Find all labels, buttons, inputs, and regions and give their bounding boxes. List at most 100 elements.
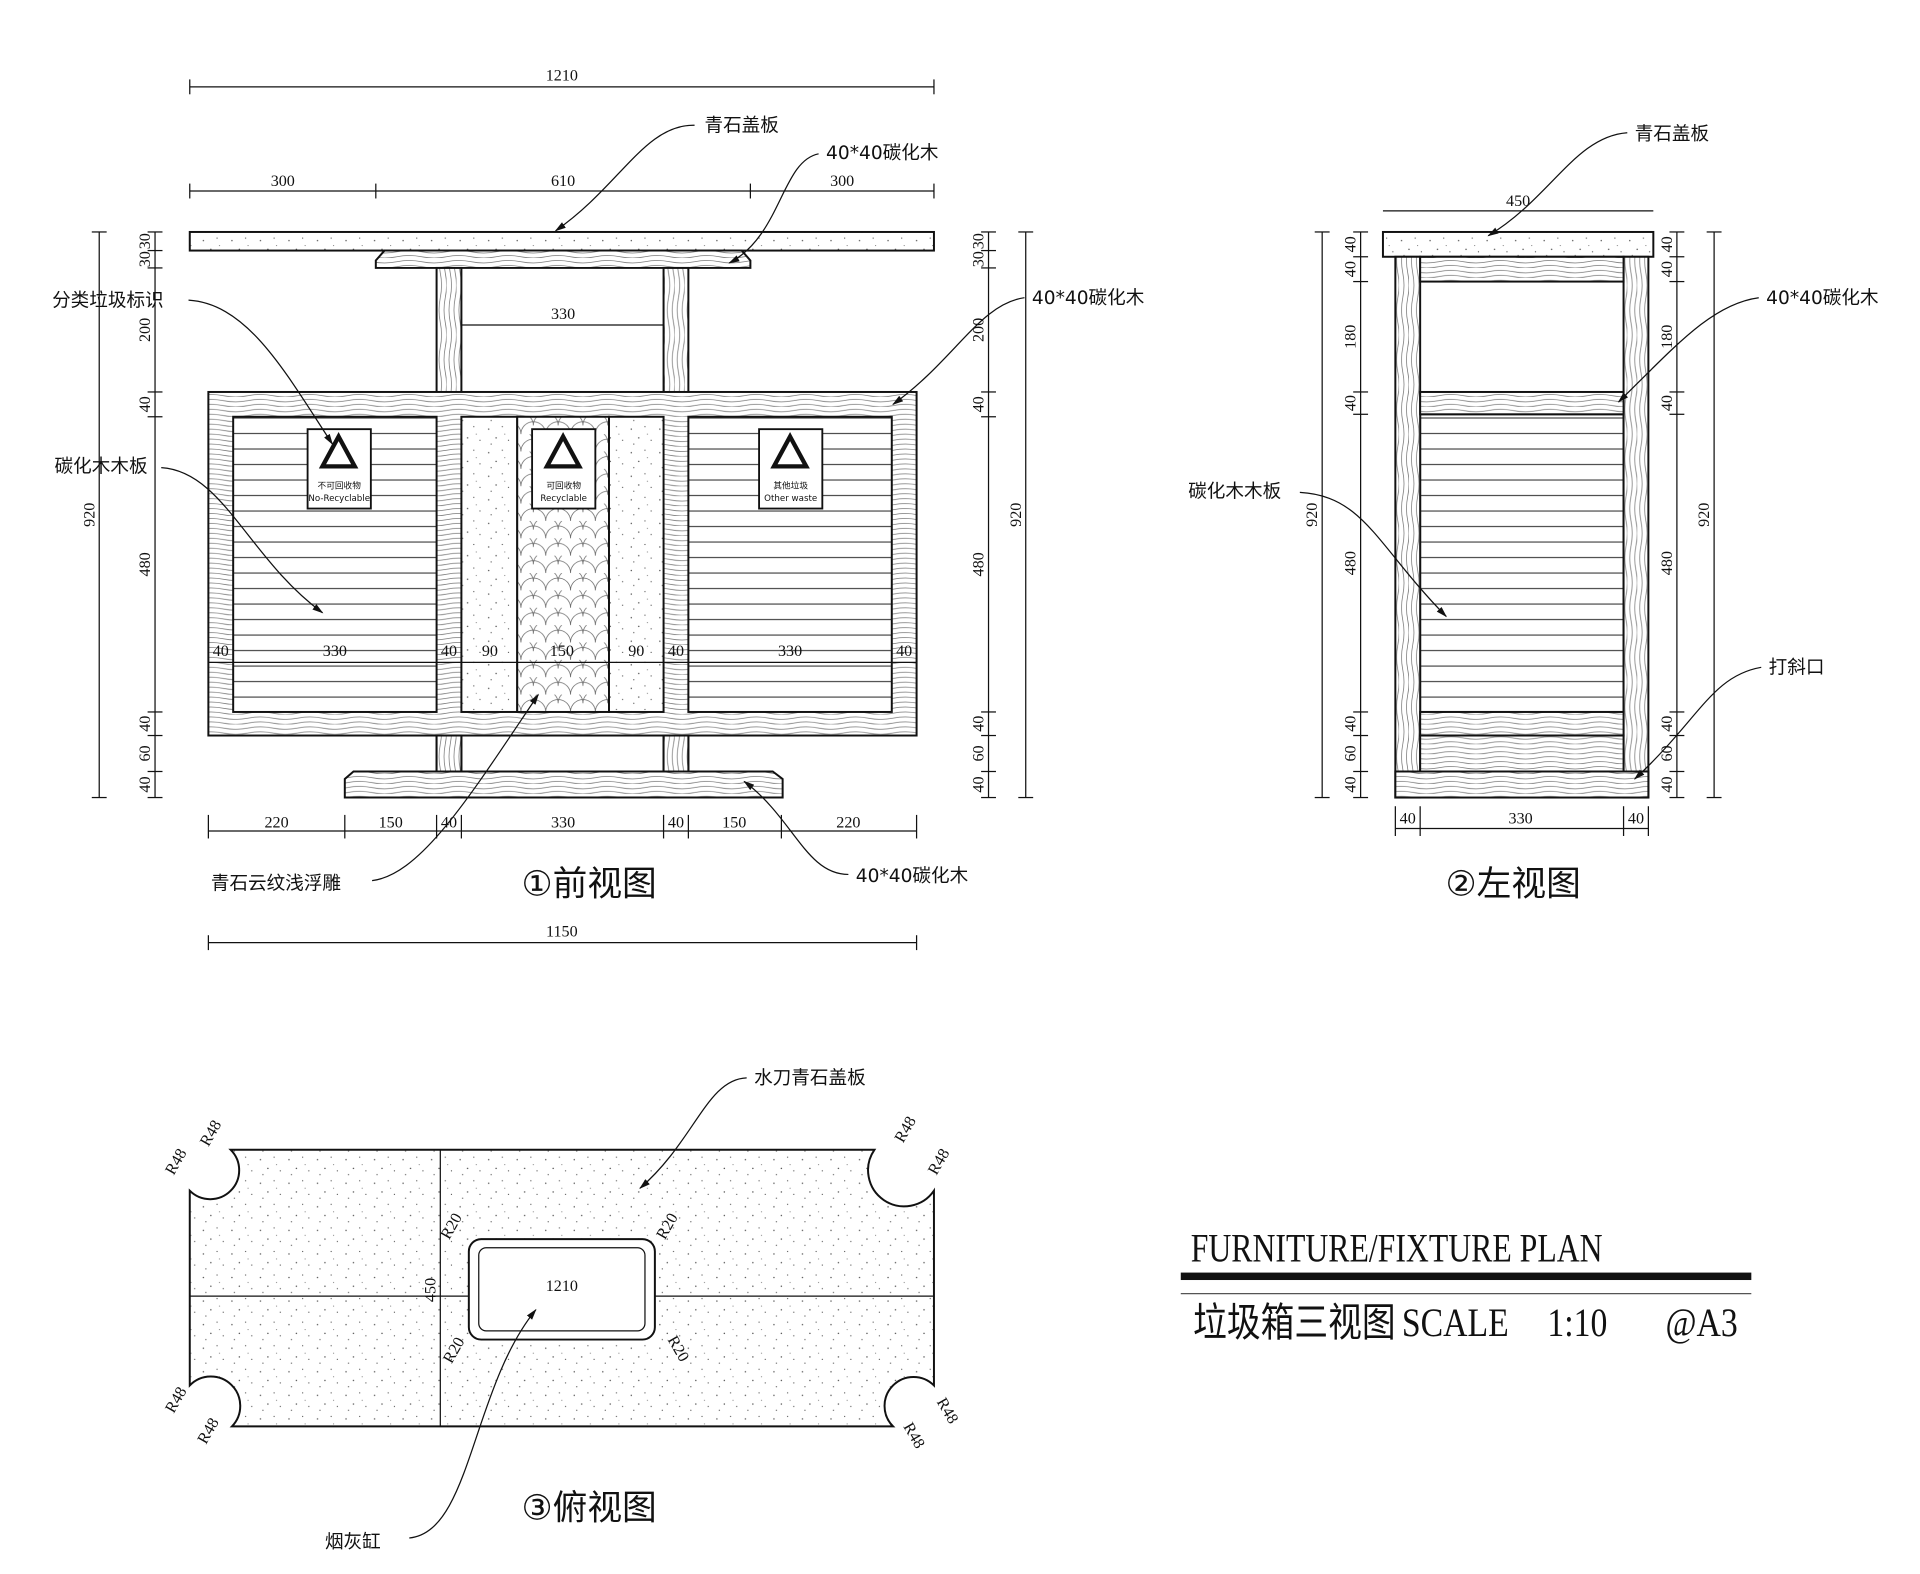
svg-text:40*40碳化木: 40*40碳化木 xyxy=(1032,288,1145,309)
front-view-title: ①前视图 xyxy=(522,865,657,905)
svg-text:其他垃圾: 其他垃圾 xyxy=(773,480,808,492)
dim-label: 40 xyxy=(137,396,154,412)
front-dims-top: 1210 300 610 300 330 xyxy=(189,68,935,326)
svg-text:40: 40 xyxy=(1628,811,1644,828)
dim-label: 40 xyxy=(1343,716,1360,732)
dim-label: 480 xyxy=(137,552,154,576)
dim-label: 40 xyxy=(1659,776,1676,792)
sign-other-waste: 其他垃圾 Other waste xyxy=(758,428,824,510)
svg-text:R48: R48 xyxy=(925,1146,953,1178)
sign-recyclable: 可回收物 Recyclable xyxy=(531,428,597,510)
svg-text:Recyclable: Recyclable xyxy=(540,494,587,504)
dim-label: 60 xyxy=(971,745,988,761)
drawing-name: 垃圾箱三视图 xyxy=(1193,1300,1395,1344)
svg-text:90: 90 xyxy=(628,643,644,660)
svg-text:40: 40 xyxy=(668,814,684,831)
dim-label: 40 xyxy=(137,776,154,792)
front-stone-right xyxy=(607,415,665,713)
dim-label: 480 xyxy=(971,552,988,576)
dim-label: 200 xyxy=(137,318,154,342)
svg-text:330: 330 xyxy=(1509,811,1533,828)
svg-text:220: 220 xyxy=(265,814,289,831)
sign-non-recyclable: 不可回收物 No-Recyclable xyxy=(306,428,372,510)
dim-label: 40 xyxy=(1659,236,1676,252)
front-stone-slab xyxy=(188,230,935,252)
recycle-icon xyxy=(770,432,810,469)
dim-label: 480 xyxy=(1343,551,1360,575)
recycle-icon xyxy=(543,432,583,469)
sheet-size: @A3 xyxy=(1665,1300,1737,1344)
scale-label: SCALE xyxy=(1402,1300,1509,1344)
svg-text:610: 610 xyxy=(551,173,575,190)
dim-total: 920 xyxy=(1304,503,1321,527)
front-stone-left xyxy=(460,415,519,713)
svg-text:R48: R48 xyxy=(892,1114,920,1146)
svg-text:40: 40 xyxy=(213,643,229,660)
svg-text:90: 90 xyxy=(482,643,498,660)
left-view: 450 40 330 40 40 40 180 40 480 40 60 40 40 40 180 4… xyxy=(1188,124,1879,904)
svg-text:R48: R48 xyxy=(162,1384,190,1416)
dim-label: 40 xyxy=(971,396,988,412)
dim-label: 30 xyxy=(971,251,988,267)
dim-label: 30 xyxy=(137,251,154,267)
svg-text:330: 330 xyxy=(778,643,802,660)
svg-text:1150: 1150 xyxy=(546,923,578,940)
dim-label: 180 xyxy=(1343,325,1360,349)
svg-text:40*40碳化木: 40*40碳化木 xyxy=(1766,288,1879,309)
svg-text:1210: 1210 xyxy=(546,68,578,85)
dim-total: 920 xyxy=(1008,503,1025,527)
svg-text:烟灰缸: 烟灰缸 xyxy=(325,1531,381,1553)
svg-text:150: 150 xyxy=(550,643,574,660)
dim-total: 920 xyxy=(81,503,98,527)
dim-label: 40 xyxy=(971,776,988,792)
side-stone-slab xyxy=(1381,230,1655,258)
svg-text:分类垃圾标识: 分类垃圾标识 xyxy=(52,290,164,311)
svg-text:150: 150 xyxy=(722,814,746,831)
svg-text:300: 300 xyxy=(830,173,854,190)
side-dims: 450 40 330 40 xyxy=(1382,193,1654,836)
ashtray xyxy=(467,1238,656,1341)
dim-label: 40 xyxy=(1343,395,1360,411)
scale-value: 1:10 xyxy=(1547,1300,1607,1344)
front-view: 不可回收物 No-Recyclable 可回收物 Recyclable 其他垃圾… xyxy=(52,68,1145,951)
svg-text:R48: R48 xyxy=(899,1420,927,1452)
front-dims-inner: 40 330 40 90 150 90 40 330 40 xyxy=(213,643,913,660)
dim-label: 60 xyxy=(137,745,154,761)
svg-text:R48: R48 xyxy=(197,1118,225,1150)
dim-label: 40 xyxy=(1659,716,1676,732)
svg-text:220: 220 xyxy=(836,814,860,831)
top-view-title: ③俯视图 xyxy=(522,1488,657,1528)
svg-text:No-Recyclable: No-Recyclable xyxy=(308,494,370,504)
svg-text:330: 330 xyxy=(551,814,575,831)
svg-text:450: 450 xyxy=(1506,193,1530,210)
dim-label: 40 xyxy=(1343,776,1360,792)
svg-text:40: 40 xyxy=(441,643,457,660)
svg-text:青石盖板: 青石盖板 xyxy=(1635,124,1709,145)
svg-text:青石云纹浅浮雕: 青石云纹浅浮雕 xyxy=(211,873,341,894)
svg-text:1210: 1210 xyxy=(546,1278,578,1295)
svg-text:330: 330 xyxy=(323,643,347,660)
svg-text:R48: R48 xyxy=(195,1415,223,1447)
svg-text:40*40碳化木: 40*40碳化木 xyxy=(826,143,939,164)
dim-label: 40 xyxy=(1343,261,1360,277)
side-panel xyxy=(1419,413,1625,713)
dim-label: 180 xyxy=(1659,325,1676,349)
svg-text:打斜口: 打斜口 xyxy=(1769,658,1825,679)
dim-label: 40 xyxy=(137,716,154,732)
svg-text:碳化木木板: 碳化木木板 xyxy=(55,457,148,478)
svg-text:40: 40 xyxy=(896,643,912,660)
svg-text:40*40碳化木: 40*40碳化木 xyxy=(856,866,969,887)
dim-label: 480 xyxy=(1659,551,1676,575)
front-callouts: 青石盖板 40*40碳化木 分类垃圾标识 40*40碳化木 碳化木木板 青石云纹… xyxy=(52,115,1145,894)
dim-label: 40 xyxy=(1659,395,1676,411)
dim-label: 60 xyxy=(1659,745,1676,761)
svg-text:青石盖板: 青石盖板 xyxy=(704,115,778,136)
svg-text:40: 40 xyxy=(668,643,684,660)
dim-label: 40 xyxy=(1659,261,1676,277)
svg-text:Other waste: Other waste xyxy=(764,494,817,504)
plan-title: FURNITURE/FIXTURE PLAN xyxy=(1191,1226,1603,1270)
dim-label: 40 xyxy=(1343,236,1360,252)
svg-text:R48: R48 xyxy=(162,1146,190,1178)
